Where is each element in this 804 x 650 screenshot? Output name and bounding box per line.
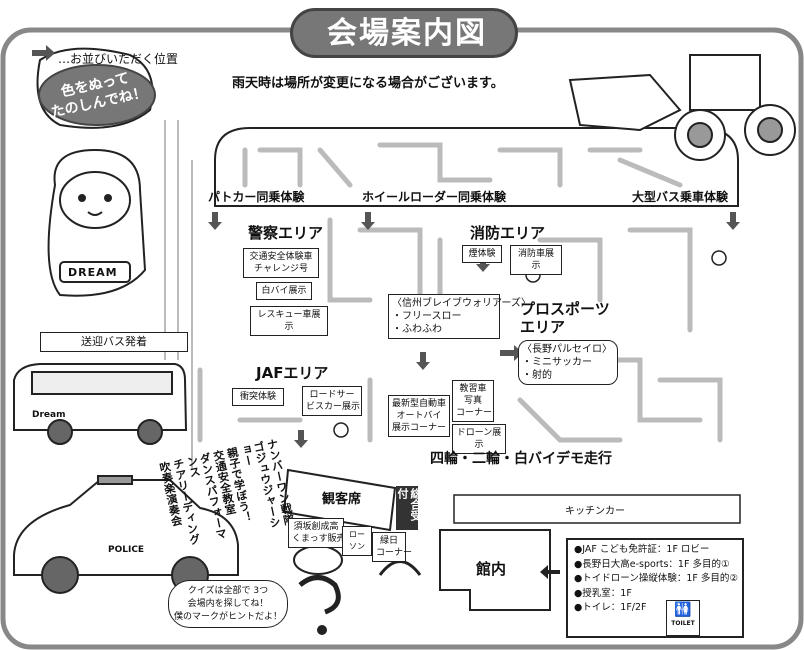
audience-stand [282,468,397,532]
road-lines [164,120,193,470]
jaf-item-collision: 衝突体験 [232,388,284,406]
quiz-line-3: 僕のマークがヒントだよ！ [173,612,282,622]
toilet-icon: 🚻 [674,602,692,618]
shuttle-bus-stop: 送迎バス発着 [40,332,188,352]
audience-label: 観客席 [322,492,362,507]
title-banner: 会場案内図 [290,8,518,58]
reception-label: 総合受付 [396,488,422,521]
kitchen-car-label: キッチンカー [565,506,625,517]
new-car-exhibit: 最新型自動車 オートバイ 展示コーナー [388,395,450,437]
hall-label: 館内 [476,560,507,578]
quiz-line-2: 会場内を探してね！ [187,599,269,609]
bus-text: Dream [32,410,66,420]
hall-legend-item-3: ●トイドローン操縦体験：1F 多目的② [574,573,738,584]
rain-notice: 雨天時は場所が変更になる場合がございます。 [232,76,504,91]
brave-warriors-box: 〈信州ブレイブウォリアーズ〉 ・フリースロー ・ふわふわ [388,294,531,339]
toilet-sign: 🚻 TOILET [666,600,700,636]
green-corner: 緑日 コーナー [372,532,412,562]
suzaka-sales: 須坂創成高 くまっす販売 [288,518,346,548]
fire-area-title: 消防エリア [470,224,546,242]
hall-legend-item-1: ●JAF こども免許証：1F ロビー [574,544,710,555]
quiz-character-illustration [293,545,343,635]
mascot-badge: DREAM [68,266,118,279]
parceiro-box: 〈長野パルセイロ〉 ・ミニサッカー ・射的 [518,340,618,385]
hall-legend-item-2: ●長野日大高e-sports：1F 多目的① [574,558,730,570]
lawson: ローソン [342,526,372,556]
fire-item-truck: 消防車展示 [510,245,562,275]
jaf-item-road-service: ロードサー ビスカー展示 [302,386,362,416]
turnaround [378,560,422,576]
queue-arrow [32,45,740,448]
demo-run-title: 四輪・二輪・白バイデモ走行 [430,451,612,467]
mascot-bubble-shape [38,64,156,126]
police-item-rescue: レスキュー車展示 [250,306,328,336]
police-item-white-bike: 白バイ展示 [256,282,312,300]
toilet-label: TOILET [671,620,695,627]
pro-sports-title: プロスポーツ エリア [520,300,610,336]
fire-item-smoke: 煙体験 [462,245,502,263]
hall-legend-item-4: ●授乳室：1F [574,587,632,599]
driving-course [197,142,723,443]
hall-legend: ●JAF こども免許証：1F ロビー ●長野日大高e-sports：1F 多目的… [566,538,744,638]
quiz-line-1: クイズは全部で 3つ [187,586,269,596]
police-car-text: POLICE [108,545,145,555]
police-item-traffic-car: 交通安全体験車 チャレンジ号 [243,248,319,278]
jaf-area-title: JAFエリア [256,364,329,382]
wheel-loader-experience: ホイールローダー同乗体験 [362,190,507,204]
bus-ride-experience: 大型バス乗車体験 [632,190,729,204]
hall-arrow [540,565,560,579]
patrol-car-experience: パトカー同乗体験 [208,190,305,204]
education-car-photo: 教習車 写真 コーナー [452,380,494,422]
drone-exhibit: ドローン展示 [452,424,506,454]
hall-building [439,529,551,611]
kitchen-car-lane [453,494,741,524]
bus-illustration [13,363,188,445]
reception-box: 総合受付 [396,486,422,530]
hall-legend-item-5: ●トイレ：1F/2F [574,602,647,613]
wheel-loader-illustration [568,54,796,161]
queue-legend-text: …お並びいただく位置 [58,52,179,66]
page-title: 会場案内図 [327,16,487,51]
quiz-bubble: クイズは全部で 3つ 会場内を探してね！ 僕のマークがヒントだよ！ [168,580,288,628]
police-area-title: 警察エリア [248,224,324,242]
